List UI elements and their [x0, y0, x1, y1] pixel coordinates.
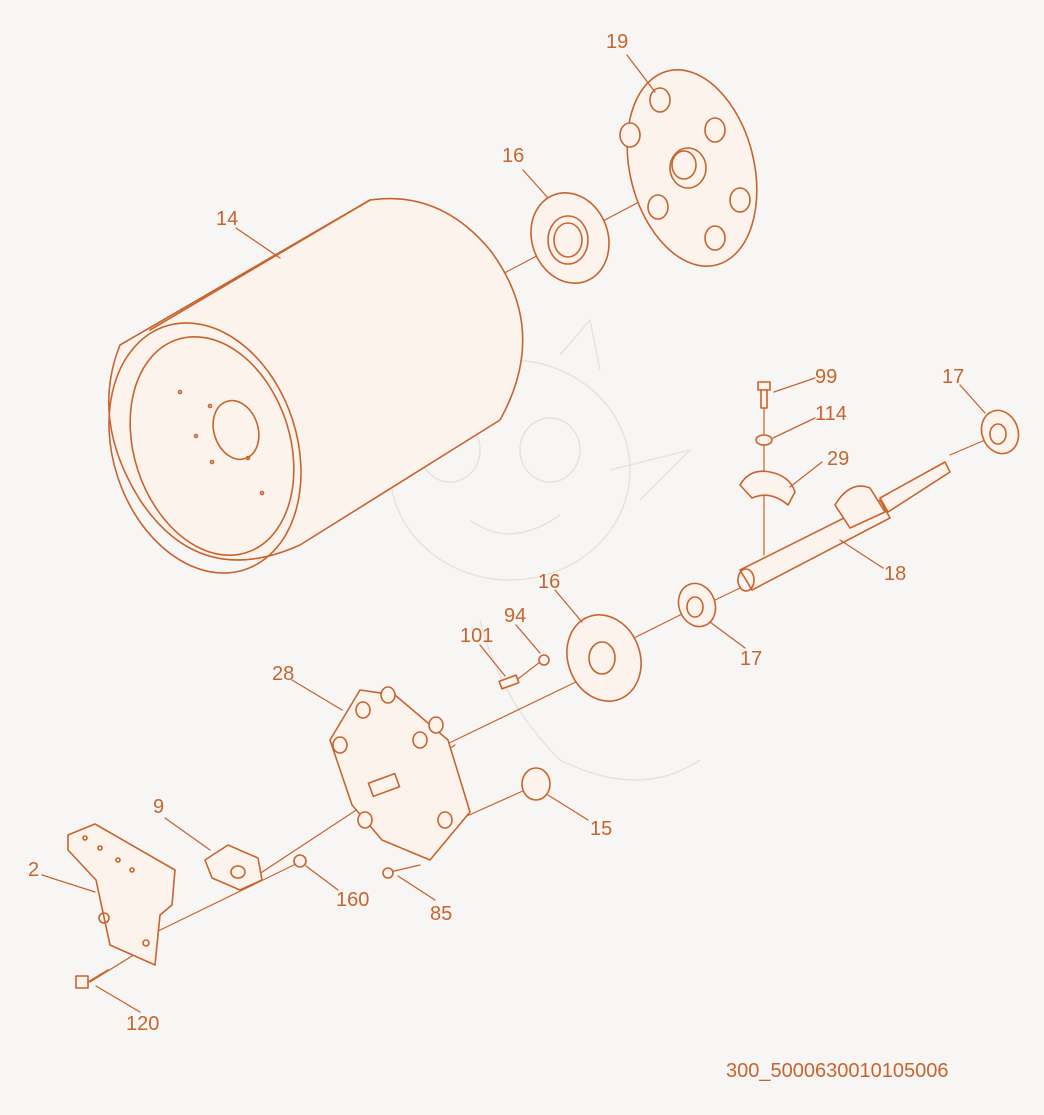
label-28: 28 — [272, 663, 294, 685]
spacer-part-15 — [521, 767, 551, 801]
bracket-part-29 — [739, 470, 796, 506]
label-14: 14 — [216, 208, 238, 230]
label-15: 15 — [590, 818, 612, 840]
plate-part-28 — [329, 686, 471, 861]
drawing-code: 300_5000630010105006 — [726, 1060, 948, 1082]
shaft-part-18 — [737, 461, 951, 592]
washer-part-114 — [755, 434, 773, 446]
label-94: 94 — [504, 605, 526, 627]
label-17-left: 17 — [740, 648, 762, 670]
label-85: 85 — [430, 903, 452, 925]
hub-part-16-upper — [530, 192, 610, 284]
label-101: 101 — [460, 625, 493, 647]
hub-part-16-lower — [566, 614, 642, 702]
bolt-part-99 — [757, 381, 771, 409]
label-120: 120 — [126, 1013, 159, 1035]
bearing-part-17-left — [677, 582, 717, 628]
bolt-part-120 — [75, 969, 109, 989]
screw-part-101 — [498, 674, 520, 690]
flange-plate-part-19 — [619, 69, 758, 267]
label-29: 29 — [827, 448, 849, 470]
label-99: 99 — [815, 366, 837, 388]
mount-part-9 — [204, 844, 263, 891]
label-17-right: 17 — [942, 366, 964, 388]
drum-part-14 — [107, 197, 524, 574]
bearing-part-17-right — [980, 409, 1020, 455]
nut-part-85 — [382, 867, 394, 879]
label-9: 9 — [153, 796, 164, 818]
leader-lines — [41, 54, 986, 1013]
bracket-part-2 — [67, 823, 176, 966]
nut-part-94 — [538, 654, 550, 666]
label-160: 160 — [336, 889, 369, 911]
part-labels: 19 16 14 99 17 114 29 18 16 94 101 17 28… — [28, 31, 964, 1035]
nut-part-160 — [293, 854, 307, 868]
label-19: 19 — [606, 31, 628, 53]
label-16-lower: 16 — [538, 571, 560, 593]
label-2: 2 — [28, 859, 39, 881]
label-18: 18 — [884, 563, 906, 585]
label-16-upper: 16 — [502, 145, 524, 167]
label-114: 114 — [815, 403, 847, 425]
